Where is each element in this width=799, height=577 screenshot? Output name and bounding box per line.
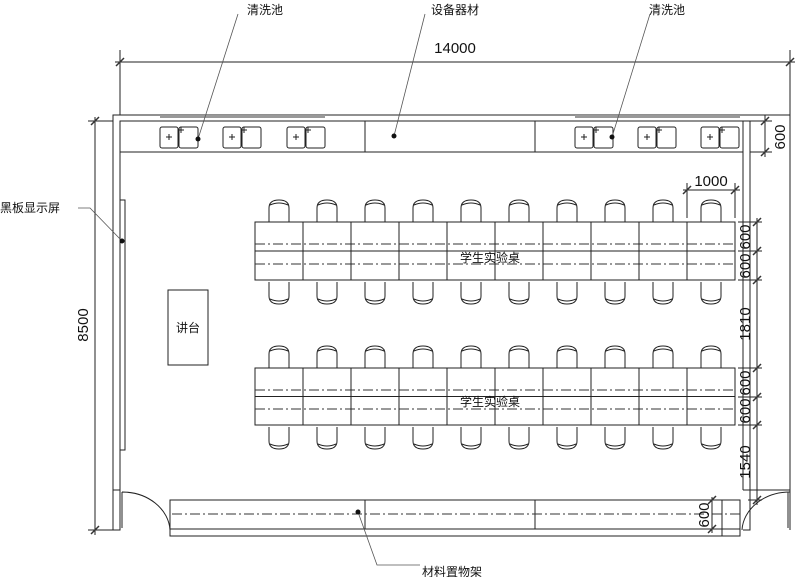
chair [364,199,386,222]
sink [222,126,262,149]
table-row-2 [254,345,736,450]
dim-row2-a: 600 [737,370,754,395]
chair [604,282,626,305]
podium-label: 讲台 [176,320,200,335]
sink [286,126,326,149]
chair [412,427,434,450]
faucet-icon [644,127,662,140]
chair [652,345,674,368]
chair [460,345,482,368]
window [160,115,325,118]
chair [700,199,722,222]
podium [167,289,209,366]
chair [268,427,290,450]
chair [412,345,434,368]
label-equipment: 设备器材 [431,3,479,17]
dim-counter: 600 [772,124,789,149]
chair [364,345,386,368]
chair [604,199,626,222]
dim-desk-width: 1000 [694,173,727,190]
chair [316,427,338,450]
walls [112,114,791,531]
chair [556,282,578,305]
door-right [741,491,791,531]
window [575,115,740,118]
blackboard [119,199,126,451]
chair [508,345,530,368]
label-sink-right: 清洗池 [649,3,685,17]
sink [637,126,677,149]
chair [460,427,482,450]
chair [268,345,290,368]
chair [508,427,530,450]
chair [508,282,530,305]
label-shelf: 材料置物架 [422,565,482,577]
chair [652,282,674,305]
chair [556,199,578,222]
label-blackboard: 黑板显示屏 [0,201,60,215]
chair [556,345,578,368]
sink [700,126,740,149]
chair [316,282,338,305]
faucet-icon [166,127,184,140]
equipment-counter [120,121,743,153]
dim-row1-b: 600 [737,253,754,278]
dim-rear: 1540 [737,445,754,478]
chair [700,345,722,368]
student-tables [254,199,736,450]
chair [556,427,578,450]
chair [364,282,386,305]
chair [508,199,530,222]
sinks [159,126,740,149]
dimension-lines [88,50,795,535]
faucet-icon [707,127,725,140]
chair [364,427,386,450]
chair [460,282,482,305]
sink [159,126,199,149]
dim-row2-b: 600 [737,398,754,423]
label-sink-left: 清洗池 [247,3,283,17]
sink [574,126,614,149]
chair [268,282,290,305]
chair [604,427,626,450]
chair [700,427,722,450]
faucet-icon [229,127,247,140]
faucet-icon [581,127,599,140]
chair [604,345,626,368]
chair [652,199,674,222]
material-shelf [169,499,741,537]
table-row-1 [254,199,736,305]
chair [412,199,434,222]
chair [412,282,434,305]
dim-aisle: 1810 [737,307,754,340]
table-row-2-label: 学生实验桌 [460,394,520,409]
table-row-1-label: 学生实验桌 [460,250,520,265]
faucet-icon [293,127,311,140]
dim-depth: 8500 [75,308,92,341]
chair [316,199,338,222]
chair [460,199,482,222]
door-left [121,491,171,531]
dim-row1-a: 600 [737,224,754,249]
chair [652,427,674,450]
dim-width: 14000 [434,40,476,57]
chair [700,282,722,305]
dim-shelf: 600 [696,502,713,527]
chair [316,345,338,368]
chair [268,199,290,222]
